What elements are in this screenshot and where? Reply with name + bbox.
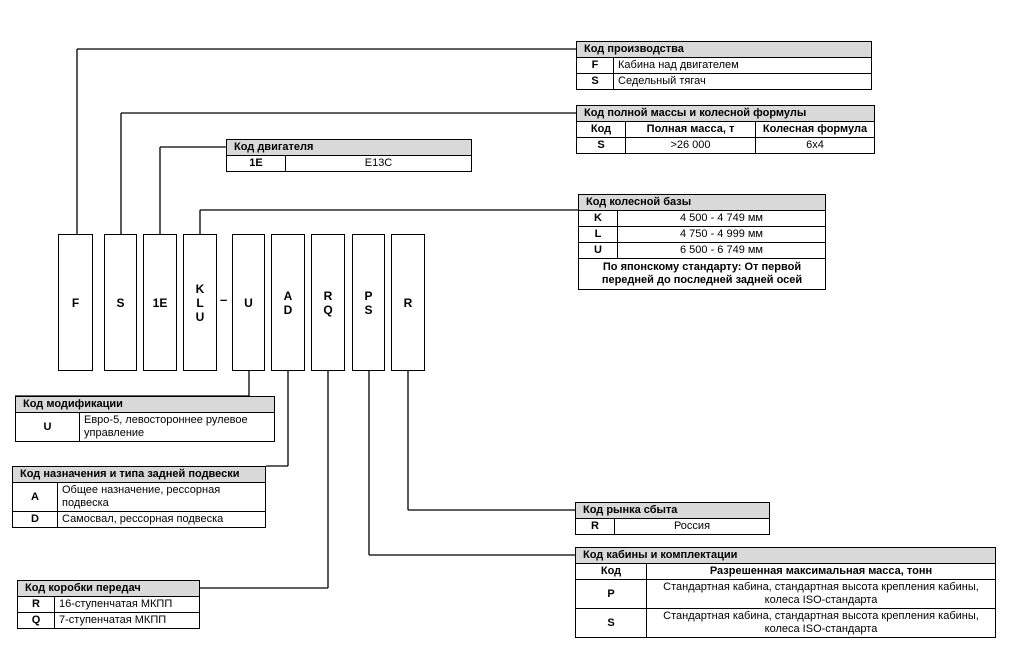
code-letter: K L U bbox=[195, 281, 205, 324]
code-letter: U bbox=[244, 295, 253, 310]
row-code: D bbox=[12, 511, 58, 528]
row-desc: 4 750 - 4 999 мм bbox=[617, 226, 826, 243]
column-header: Код bbox=[576, 121, 626, 138]
code-box-f: F bbox=[58, 234, 93, 371]
table-row: Q 7-ступенчатая МКПП bbox=[17, 612, 200, 629]
table-header-row: Код Полная масса, т Колесная формула bbox=[576, 121, 875, 138]
table-row: K 4 500 - 4 749 мм bbox=[578, 210, 826, 227]
row-code: L bbox=[578, 226, 618, 243]
code-box-mod: U bbox=[232, 234, 265, 371]
table-title: Код производства bbox=[576, 41, 872, 58]
wheelbase-note: По японскому стандарту: От первой передн… bbox=[578, 258, 826, 290]
column-header: Разрешенная максимальная масса, тонн bbox=[646, 563, 996, 580]
table-title: Код коробки передач bbox=[17, 580, 200, 597]
row-code: S bbox=[576, 73, 614, 90]
row-code: F bbox=[576, 57, 614, 74]
row-desc: Седельный тягач bbox=[613, 73, 872, 90]
table-title: Код двигателя bbox=[226, 139, 472, 156]
table-row: D Самосвал, рессорная подвеска bbox=[12, 511, 266, 528]
row-code: K bbox=[578, 210, 618, 227]
table-row: U Евро-5, левостороннее рулевое управлен… bbox=[15, 412, 275, 442]
code-letter: P S bbox=[364, 288, 373, 317]
row-desc: Стандартная кабина, стандартная высота к… bbox=[646, 579, 996, 609]
row-code: P bbox=[575, 579, 647, 609]
purpose-code-table: Код назначения и типа задней подвески A … bbox=[12, 466, 266, 528]
table-title: Код полной массы и колесной формулы bbox=[576, 105, 875, 122]
table-title: Код кабины и комплектации bbox=[575, 547, 996, 564]
gearbox-code-table: Код коробки передач R 16-ступенчатая МКП… bbox=[17, 580, 200, 629]
code-letter: A D bbox=[283, 288, 293, 317]
row-desc: Самосвал, рессорная подвеска bbox=[57, 511, 266, 528]
row-desc: Россия bbox=[614, 518, 770, 535]
row-desc: Евро-5, левостороннее рулевое управление bbox=[79, 412, 275, 442]
table-row: S >26 000 6x4 bbox=[576, 137, 875, 154]
row-code: Q bbox=[17, 612, 55, 629]
code-letter: 1E bbox=[152, 295, 168, 310]
table-row: U 6 500 - 6 749 мм bbox=[578, 242, 826, 259]
code-box-cab: P S bbox=[352, 234, 385, 371]
code-box-gearbox: R Q bbox=[311, 234, 345, 371]
row-code: A bbox=[12, 482, 58, 512]
production-code-table: Код производства F Кабина над двигателем… bbox=[576, 41, 872, 90]
table-row: P Стандартная кабина, стандартная высота… bbox=[575, 579, 996, 609]
code-letter: S bbox=[116, 295, 125, 310]
code-box-wheelbase: K L U bbox=[183, 234, 217, 371]
wheelbase-code-table: Код колесной базы K 4 500 - 4 749 мм L 4… bbox=[578, 194, 826, 290]
row-desc: Стандартная кабина, стандартная высота к… bbox=[646, 608, 996, 638]
code-letter: R bbox=[403, 295, 413, 310]
code-letter: R Q bbox=[323, 288, 333, 317]
row-desc: 4 500 - 4 749 мм bbox=[617, 210, 826, 227]
modification-code-table: Код модификации U Евро-5, левостороннее … bbox=[15, 396, 275, 442]
table-row: R 16-ступенчатая МКПП bbox=[17, 596, 200, 613]
cab-code-table: Код кабины и комплектации Код Разрешенна… bbox=[575, 547, 996, 638]
row-code: 1E bbox=[226, 155, 286, 172]
table-row: 1E E13C bbox=[226, 155, 472, 172]
row-desc: Кабина над двигателем bbox=[613, 57, 872, 74]
table-title: Код колесной базы bbox=[578, 194, 826, 211]
row-code: S bbox=[576, 137, 626, 154]
column-header: Полная масса, т bbox=[625, 121, 756, 138]
row-mass: >26 000 bbox=[625, 137, 756, 154]
code-box-engine: 1E bbox=[143, 234, 177, 371]
table-title: Код назначения и типа задней подвески bbox=[12, 466, 266, 483]
row-desc: E13C bbox=[285, 155, 472, 172]
table-title: Код рынка сбыта bbox=[575, 502, 770, 519]
table-header-row: Код Разрешенная максимальная масса, тонн bbox=[575, 563, 996, 580]
row-code: U bbox=[15, 412, 80, 442]
engine-code-table: Код двигателя 1E E13C bbox=[226, 139, 472, 172]
table-note-row: По японскому стандарту: От первой передн… bbox=[578, 258, 826, 290]
row-desc: Общее назначение, рессорная подвеска bbox=[57, 482, 266, 512]
row-code: R bbox=[575, 518, 615, 535]
code-box-s: S bbox=[104, 234, 137, 371]
table-row: S Стандартная кабина, стандартная высота… bbox=[575, 608, 996, 638]
code-letter: F bbox=[71, 295, 80, 310]
row-code: U bbox=[578, 242, 618, 259]
table-row: L 4 750 - 4 999 мм bbox=[578, 226, 826, 243]
market-code-table: Код рынка сбыта R Россия bbox=[575, 502, 770, 535]
column-header: Код bbox=[575, 563, 647, 580]
row-code: R bbox=[17, 596, 55, 613]
row-formula: 6x4 bbox=[755, 137, 875, 154]
column-header: Колесная формула bbox=[755, 121, 875, 138]
row-desc: 16-ступенчатая МКПП bbox=[54, 596, 200, 613]
table-row: A Общее назначение, рессорная подвеска bbox=[12, 482, 266, 512]
row-desc: 7-ступенчатая МКПП bbox=[54, 612, 200, 629]
mass-code-table: Код полной массы и колесной формулы Код … bbox=[576, 105, 875, 154]
table-row: S Седельный тягач bbox=[576, 73, 872, 90]
code-separator: – bbox=[220, 292, 228, 307]
table-title: Код модификации bbox=[15, 396, 275, 413]
code-box-purpose: A D bbox=[271, 234, 305, 371]
row-desc: 6 500 - 6 749 мм bbox=[617, 242, 826, 259]
row-code: S bbox=[575, 608, 647, 638]
code-box-market: R bbox=[391, 234, 425, 371]
table-row: F Кабина над двигателем bbox=[576, 57, 872, 74]
table-row: R Россия bbox=[575, 518, 770, 535]
